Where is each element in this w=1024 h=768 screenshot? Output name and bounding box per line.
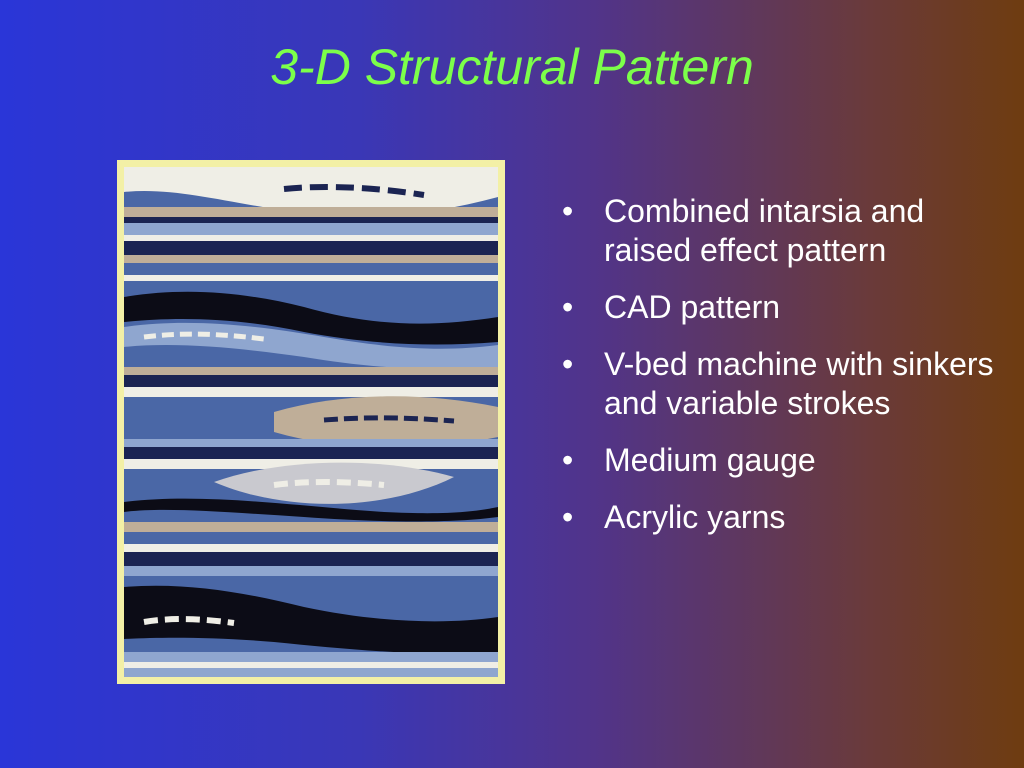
knitted-fabric-image (117, 160, 505, 684)
bullet-item: V-bed machine with sinkers and variable … (560, 345, 1000, 423)
bullet-item: CAD pattern (560, 288, 1000, 327)
slide-title: 3-D Structural Pattern (270, 39, 754, 95)
knitted-fabric-icon (124, 167, 498, 677)
bullet-item: Medium gauge (560, 441, 1000, 480)
bullet-list: Combined intarsia and raised effect patt… (560, 192, 1000, 555)
bullet-item: Acrylic yarns (560, 498, 1000, 537)
bullet-item: Combined intarsia and raised effect patt… (560, 192, 1000, 270)
